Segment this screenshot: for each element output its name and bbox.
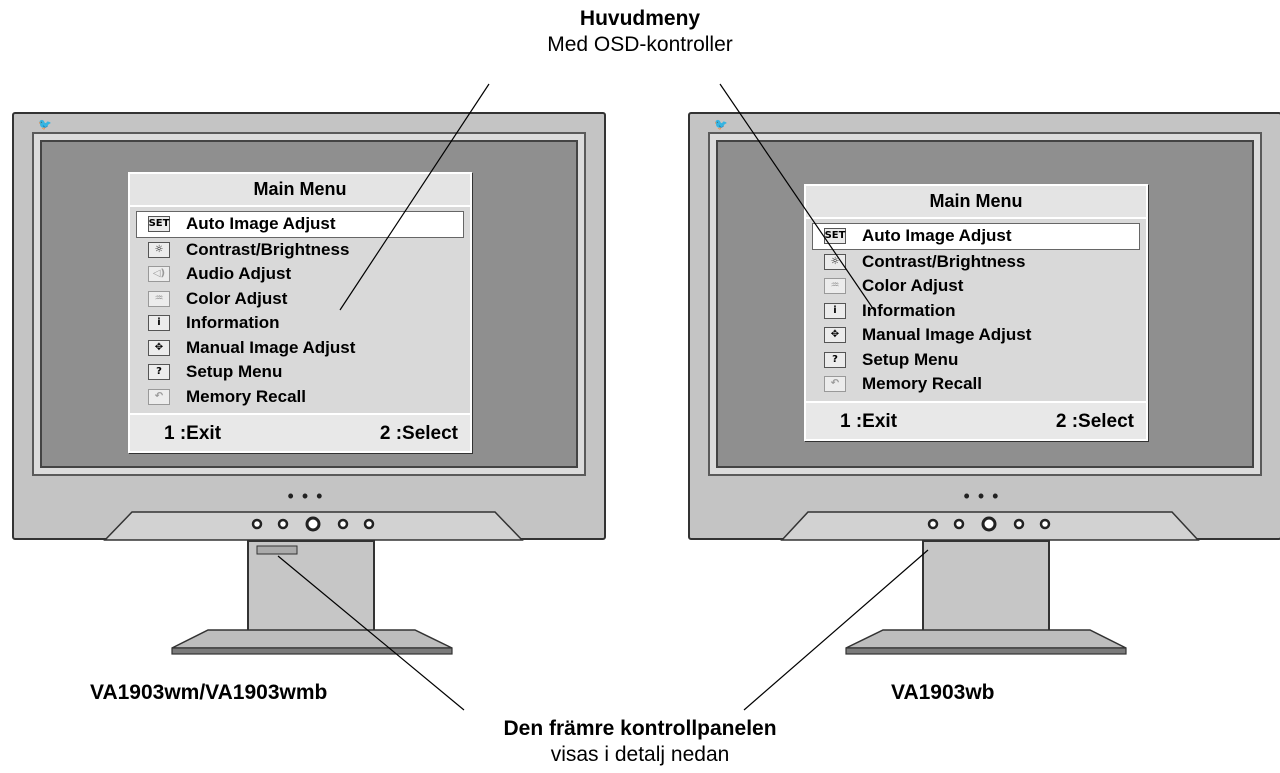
monitor-left-stand-neck (247, 540, 375, 636)
osd-title: Main Menu (130, 174, 470, 207)
contrast-brightness-icon: ☼ (824, 253, 846, 270)
osd-menu-item: ↶ Memory Recall (806, 372, 1146, 397)
osd-exit-hint: 1 :Exit (164, 423, 222, 444)
osd-select-hint: 2 :Select (1055, 410, 1134, 432)
osd-menu-item: SET Auto Image Adjust (136, 211, 464, 238)
osd-footer: 1 :Exit 2 :Select (806, 400, 1146, 439)
front-panel-callout-title: Den främre kontrollpanelen (503, 717, 777, 740)
auto-set-icon: SET (148, 216, 170, 233)
osd-item-list: SET Auto Image Adjust ☼ Contrast/Brightness… (130, 207, 470, 413)
osd-menu-item: i Information (130, 311, 470, 336)
osd-menu-item: ? Setup Menu (130, 360, 470, 385)
main-menu-callout: Huvudmeny Med OSD-kontroller (440, 6, 840, 58)
viewsonic-logo-icon: 🐦 (714, 118, 728, 131)
osd-menu-item-label: Manual Image Adjust (862, 325, 1032, 345)
contrast-brightness-icon: ☼ (148, 241, 170, 258)
osd-menu-item: ☼ Contrast/Brightness (806, 250, 1146, 275)
model-label-right: VA1903wb (891, 681, 995, 704)
setup-icon: ? (824, 351, 846, 368)
osd-footer: 1 :Exit 2 :Select (130, 413, 470, 451)
information-icon: i (824, 302, 846, 319)
monitor-left-control-panel: ••• (14, 486, 604, 538)
osd-menu-item: ↶ Memory Recall (130, 385, 470, 410)
main-menu-callout-subtitle: Med OSD-kontroller (547, 33, 733, 56)
manual-adjust-icon: ✥ (148, 339, 170, 356)
osd-menu-item: ✥ Manual Image Adjust (806, 323, 1146, 348)
osd-exit-hint: 1 :Exit (840, 410, 898, 432)
osd-menu-item: ? Setup Menu (806, 348, 1146, 373)
osd-menu-item-label: Audio Adjust (186, 264, 292, 284)
osd-title: Main Menu (806, 186, 1146, 219)
monitor-right-stand-neck (922, 540, 1050, 636)
osd-menu-item-label: Auto Image Adjust (862, 226, 1012, 246)
color-icon: ♒ (824, 278, 846, 295)
osd-menu-item-label: Manual Image Adjust (186, 337, 356, 357)
osd-select-hint: 2 :Select (379, 423, 458, 444)
monitor-right-control-panel: ••• (690, 486, 1280, 538)
color-icon: ♒ (148, 290, 170, 307)
osd-menu-item-label: Memory Recall (186, 386, 306, 406)
osd-menu-item-label: Color Adjust (862, 276, 964, 296)
audio-icon: ◁) (148, 266, 170, 283)
osd-item-list: SET Auto Image Adjust ☼ Contrast/Brightness… (806, 219, 1146, 401)
osd-main-menu-right: Main Menu SET Auto Image Adjust ☼ Contrast/… (804, 184, 1148, 441)
osd-menu-item: i Information (806, 299, 1146, 324)
information-icon: i (148, 315, 170, 332)
osd-menu-item-label: Auto Image Adjust (186, 214, 336, 234)
memory-recall-icon: ↶ (148, 388, 170, 405)
osd-menu-item: ◁) Audio Adjust (130, 262, 470, 287)
osd-menu-item: SET Auto Image Adjust (812, 223, 1140, 250)
model-label-left: VA1903wm/VA1903wmb (90, 681, 328, 704)
osd-menu-item-label: Memory Recall (862, 374, 982, 394)
osd-menu-item: ☼ Contrast/Brightness (130, 238, 470, 263)
memory-recall-icon: ↶ (824, 376, 846, 393)
front-panel-callout: Den främre kontrollpanelen visas i detal… (440, 716, 840, 768)
osd-menu-item-label: Contrast/Brightness (186, 239, 350, 259)
manual-adjust-icon: ✥ (824, 327, 846, 344)
osd-main-menu-left: Main Menu SET Auto Image Adjust ☼ Contrast/… (128, 172, 472, 453)
auto-set-icon: SET (824, 228, 846, 245)
osd-menu-item-label: Information (862, 300, 956, 320)
main-menu-callout-title: Huvudmeny (579, 7, 701, 30)
osd-menu-item: ♒ Color Adjust (130, 287, 470, 312)
osd-menu-item-label: Contrast/Brightness (862, 251, 1026, 271)
osd-menu-item-label: Color Adjust (186, 288, 288, 308)
osd-menu-item-label: Information (186, 313, 280, 333)
osd-menu-item: ✥ Manual Image Adjust (130, 336, 470, 361)
viewsonic-logo-icon: 🐦 (38, 118, 52, 131)
front-panel-callout-subtitle: visas i detalj nedan (550, 743, 730, 766)
setup-icon: ? (148, 364, 170, 381)
osd-menu-item: ♒ Color Adjust (806, 274, 1146, 299)
led-indicator-icon: ••• (287, 486, 331, 506)
osd-menu-item-label: Setup Menu (862, 349, 959, 369)
led-indicator-icon: ••• (963, 486, 1007, 506)
osd-menu-item-label: Setup Menu (186, 362, 283, 382)
